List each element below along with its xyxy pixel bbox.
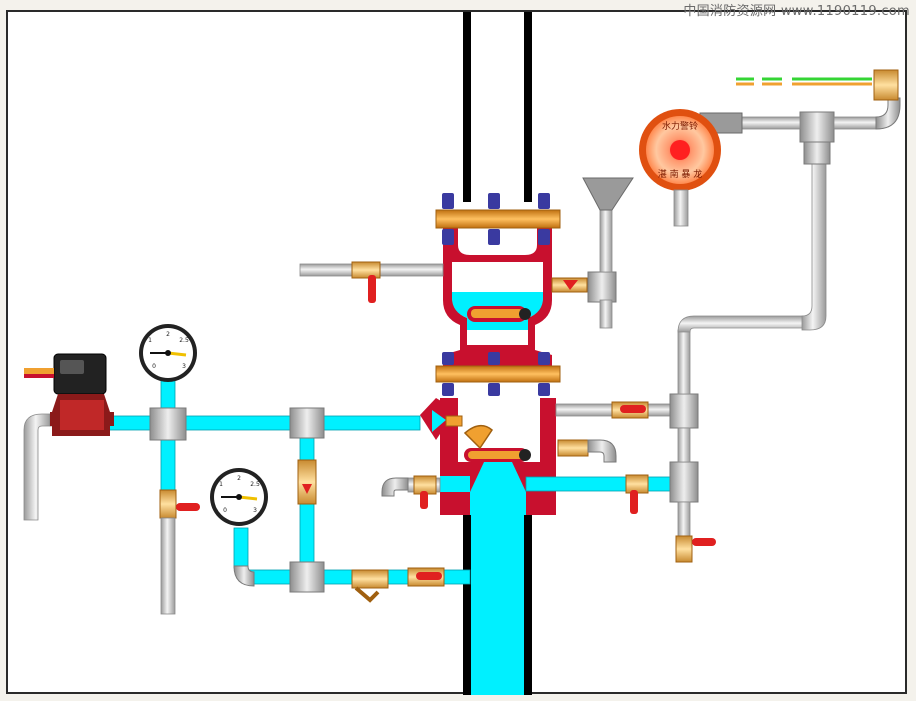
- upper-flange: [435, 193, 561, 245]
- alarm-valve-body: [440, 228, 556, 515]
- solenoid-valve: [24, 353, 114, 436]
- main-drain-pipe: [525, 427, 716, 563]
- gong-label-bottom: 湛 南 暴 龙: [658, 168, 703, 180]
- gauge-upper-tick-4: 3: [182, 363, 186, 370]
- lower-left-drain: [381, 475, 441, 509]
- riser-pipe: [463, 12, 532, 202]
- gauge-upper-tick-0: 0: [152, 363, 156, 370]
- pressure-gauge-upper: 0 1 2 2.5 3: [139, 324, 197, 382]
- funnel-drain: [551, 177, 634, 329]
- pressure-gauge-lower: 0 1 2 2.5 3: [210, 468, 268, 526]
- water-motor-gong: 水力警铃 湛 南 暴 龙: [639, 109, 721, 227]
- gong-label-top: 水力警铃: [662, 120, 698, 132]
- gauge-upper-tick-2: 2: [166, 331, 170, 338]
- watermark-site-name: 中国消防资源网: [683, 4, 777, 19]
- gauge-lower-tick-3: 2.5: [250, 481, 260, 488]
- gauge-lower-tick-1: 1: [219, 481, 223, 488]
- middle-flange: [435, 352, 561, 396]
- gauge-lower-tick-0: 0: [223, 507, 227, 514]
- watermark-site-url: www.1190119.com: [780, 4, 910, 19]
- gauge-upper-tick-3: 2.5: [179, 337, 189, 344]
- supply-pipe-water: [463, 515, 532, 695]
- upper-left-drain-pipe: [299, 261, 444, 303]
- alarm-line-pipe: [555, 69, 901, 429]
- signal-line: [736, 77, 872, 86]
- gauge-upper-tick-1: 1: [148, 337, 152, 344]
- watermark: 中国消防资源网 www.1190119.com: [683, 0, 910, 19]
- gauge-lower-tick-2: 2: [237, 475, 241, 482]
- trim-fittings: [149, 398, 463, 615]
- gauge-lower-tick-4: 3: [253, 507, 257, 514]
